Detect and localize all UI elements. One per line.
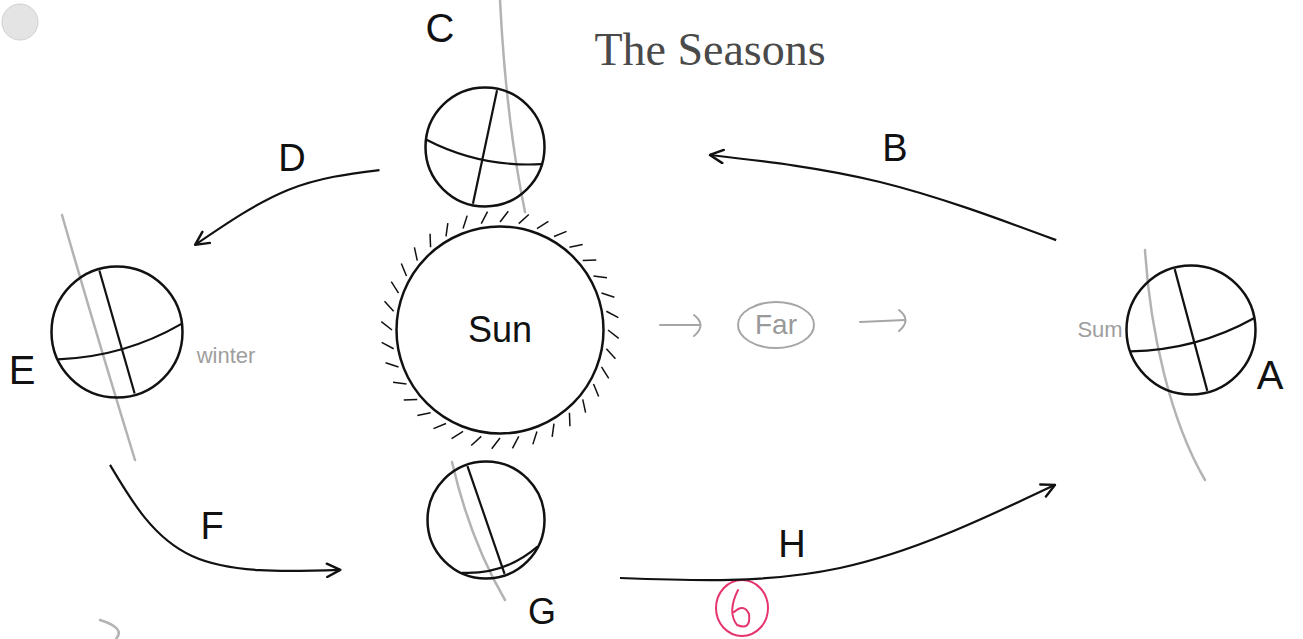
pencil-line [62,215,135,460]
earth-equator [426,140,541,165]
sun-ray [512,436,518,448]
sun-ray [381,322,392,330]
sun-ray [414,247,417,260]
earth-circle: E [50,265,184,399]
earth-equator [462,547,538,573]
sun-ray [463,216,467,229]
sun-ray [471,436,481,445]
sun-ray [569,413,571,427]
earth-equator [1131,318,1254,351]
outline-circle [397,227,604,434]
sun-ray [429,234,431,248]
sun-ray [393,382,406,384]
earth-outline [1125,264,1257,396]
season-note: Sum [1075,319,1124,341]
sun-ray [594,276,607,278]
punch-hole [2,4,38,40]
red-circle [716,580,768,636]
position-letter: G [528,594,556,630]
outline-circle [1127,266,1256,395]
outline-circle [52,267,183,398]
distance-note: Far [753,311,799,339]
sun-ray [583,399,586,412]
red-scribble [732,590,749,627]
sun-ray [533,431,537,444]
position-letter: A [1257,355,1284,395]
season-note: winter [195,345,258,367]
sun-ray [481,212,487,224]
arrow-shaft [860,320,905,322]
earth-axis [467,466,504,574]
sun-ray [594,384,599,397]
sun-ray [569,244,582,247]
arrow-letter: F [196,507,227,545]
earth-outline [424,86,546,208]
arrow-letter: H [774,525,809,563]
sun-ray [386,363,399,367]
far-arrows [660,302,906,348]
sun-ray [417,413,430,416]
arrow-letter: D [274,139,309,177]
sun-ray [519,215,529,224]
sun-ray [608,330,619,338]
earth-axis [99,270,134,393]
earth-outline [50,265,184,399]
earth-circle: G [426,460,546,580]
earth-circle: C [424,86,546,208]
pencil-mark [100,620,119,639]
earth-axis [1175,269,1208,391]
sun-ray [492,438,500,449]
earth-equator [58,324,181,359]
sun-ray [391,282,398,293]
outline-circle [428,462,545,579]
sun-ray [606,311,618,317]
sun-ray [382,342,394,348]
pencil-line [1145,250,1205,480]
sun-ray [404,399,418,401]
sun-ray [537,221,548,228]
sun-ray [446,223,448,236]
circle-mark [738,302,814,348]
diagram-title: The Seasons [594,27,825,73]
red-mark [716,580,768,636]
sun-label: Sun [468,312,532,348]
earth-axis [473,90,497,203]
sun-ray [583,259,597,261]
sun-ray [433,424,446,429]
position-letter: C [426,8,455,48]
sun-ray [601,293,614,297]
sun-ray [401,263,406,276]
outline-circle [426,88,545,207]
sun-ray [500,211,508,222]
sun-ray [385,301,394,311]
sun-circle: Sun [395,225,605,435]
orbit-arrow [620,485,1055,580]
pencil-lines [62,0,1205,639]
pencil-line [452,462,505,600]
earth-outline [426,460,546,580]
pencil-line [500,0,525,212]
sun-ray [606,349,615,359]
arrow-head [899,310,906,331]
position-letter: E [9,350,36,390]
sun-ray [601,367,608,378]
sun-ray [552,424,554,437]
orbit-arrow [195,170,379,245]
sun-ray [452,431,463,438]
sun-ray [554,231,567,236]
arrow-shaft [660,324,700,326]
orbit-arrow [710,155,1056,240]
earth-circle: A [1125,264,1257,396]
arrow-head [694,315,701,336]
arrow-letter: B [878,129,911,167]
orbit-arrow [110,465,340,571]
